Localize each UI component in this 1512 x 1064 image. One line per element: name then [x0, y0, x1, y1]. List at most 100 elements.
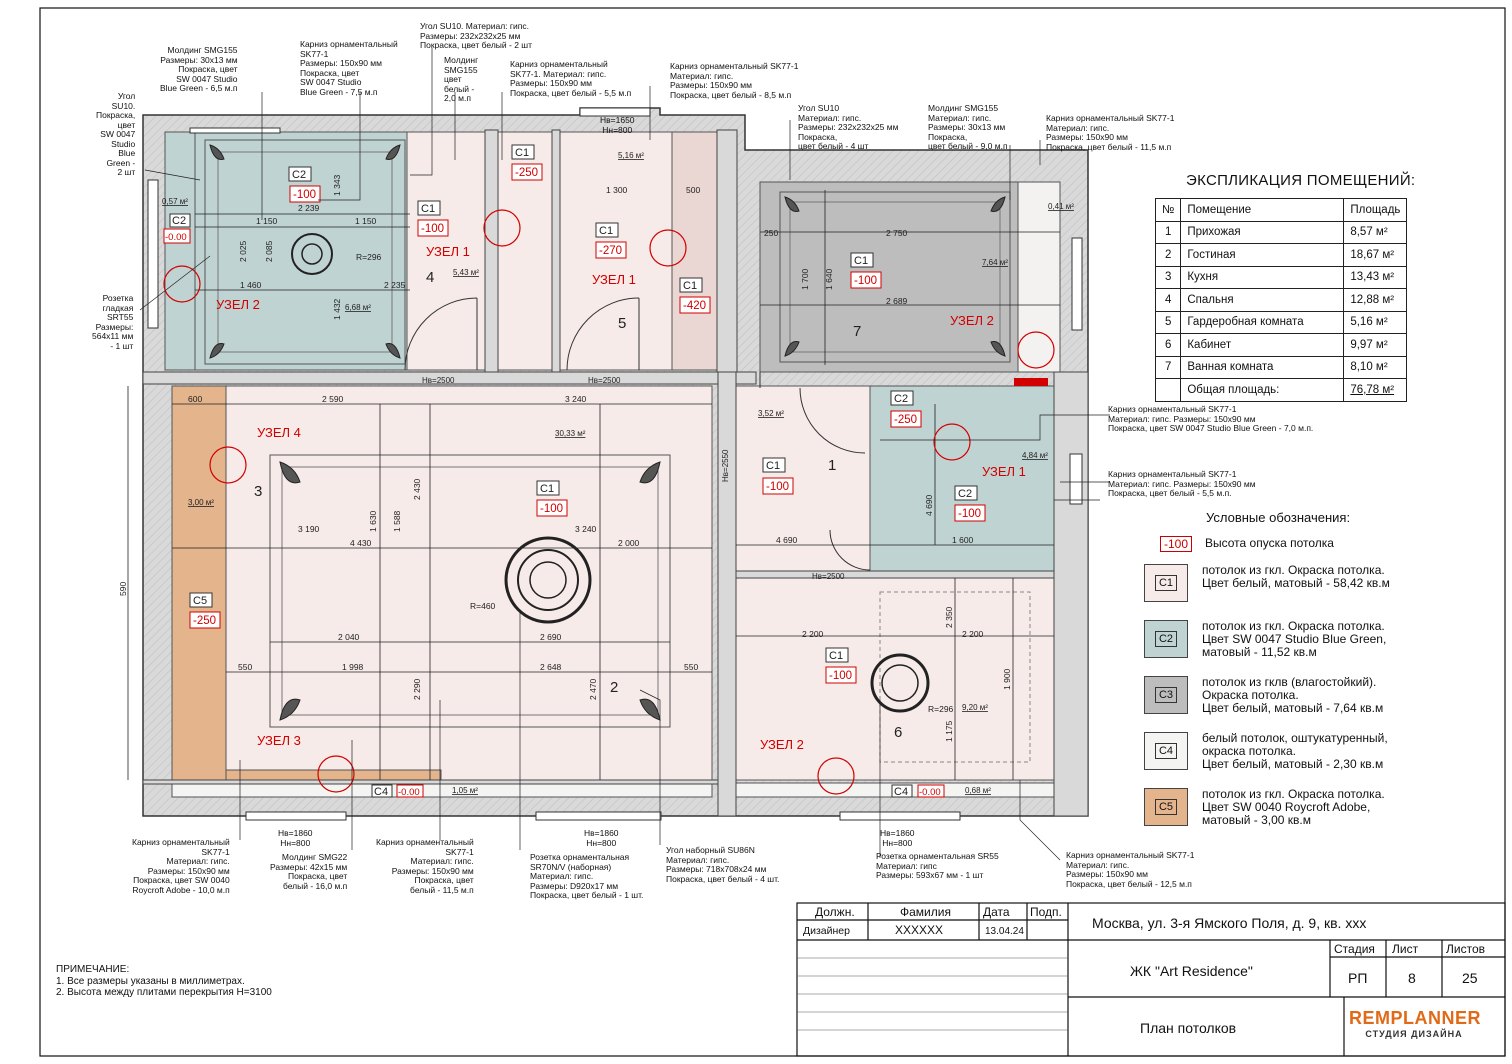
- room-number: 7: [853, 323, 861, 340]
- ceiling-tag: C2: [954, 485, 978, 501]
- row-name: Кухня: [1180, 265, 1345, 289]
- drop-value: -100: [762, 477, 794, 495]
- area-label: 0,57 м²: [162, 197, 188, 206]
- dim-text: 2 750: [886, 228, 908, 238]
- svg-text:C1: C1: [766, 460, 780, 472]
- dim-text: R=460: [470, 601, 496, 611]
- row-number: 1: [1154, 220, 1182, 244]
- table-row: 6 Кабинет 9,97 м²: [1154, 333, 1408, 357]
- dim-text: 2 239: [298, 203, 320, 213]
- svg-text:C1: C1: [540, 483, 554, 495]
- drop-value: -100: [289, 185, 321, 203]
- note-cornice-sk77-living: Карниз орнаментальный SK77-1 Материал: г…: [376, 837, 474, 895]
- total-area: 76,78 м²: [1343, 378, 1408, 402]
- rosettes: [291, 233, 930, 713]
- room-number: 1: [828, 457, 836, 474]
- table-row: 1 Прихожая 8,57 м²: [1154, 220, 1408, 244]
- svg-text:C1: C1: [829, 650, 843, 662]
- svg-text:-100: -100: [293, 189, 316, 201]
- note-corner-su10-bath: Угол SU10 Материал: гипс. Размеры: 232х2…: [798, 103, 899, 151]
- note-cornice-sk77-hall-blue: Карниз орнаментальный SK77-1 Материал: г…: [1108, 404, 1314, 433]
- dim-text: 3 240: [565, 394, 587, 404]
- note-cornice-sk77-bath: Карниз орнаментальный SK77-1 Материал: г…: [1046, 113, 1175, 152]
- legend-text: потолок из гкл. Окраска потолка. Цвет SW…: [1202, 619, 1387, 659]
- dim-text: 2 470: [588, 678, 598, 700]
- drop-value: -100: [536, 499, 568, 517]
- node-label: УЗЕЛ 1: [426, 244, 470, 259]
- remarks: ПРИМЕЧАНИЕ: 1. Все размеры указаны в мил…: [56, 964, 272, 998]
- row-name: Ванная комната: [1180, 355, 1345, 379]
- drop-value: -270: [595, 241, 627, 259]
- tb-role: Дизайнер: [803, 925, 850, 937]
- drop-value: -420: [679, 296, 711, 314]
- note-rosette-sr70n: Розетка орнаментальная SR70N/V (наборная…: [530, 852, 644, 900]
- area-label: 1,05 м²: [452, 786, 478, 795]
- legend-swatch: C1: [1144, 564, 1188, 602]
- note-cornice-sk77-5-5: Карниз орнаментальный SK77-1. Материал: …: [510, 59, 632, 98]
- tb-stage: РП: [1348, 970, 1367, 986]
- row-area: 9,97 м²: [1343, 333, 1408, 357]
- svg-text:-0.00: -0.00: [165, 232, 187, 243]
- drop-value: -100: [954, 504, 986, 522]
- explication-title: ЭКСПЛИКАЦИЯ ПОМЕЩЕНИЙ:: [1186, 172, 1416, 189]
- area-label: 7,64 м²: [982, 258, 1008, 267]
- dim-text: 1 640: [824, 268, 834, 290]
- legend-text: потолок из гклв (влагостойкий). Окраска …: [1202, 675, 1384, 715]
- header-cell: Помещение: [1180, 198, 1345, 222]
- area-label: 5,16 м²: [618, 151, 644, 160]
- tb-col-surname: Фамилия: [900, 905, 951, 919]
- tb-sheets-label: Листов: [1446, 942, 1485, 956]
- ceiling-tag: C1: [536, 480, 560, 496]
- dim-text: 1 460: [240, 280, 262, 290]
- drop-value: -0.00: [163, 228, 191, 244]
- svg-text:-0.00: -0.00: [398, 787, 420, 798]
- svg-text:C1: C1: [683, 280, 697, 292]
- svg-text:-100: -100: [829, 670, 852, 682]
- legend-drop-text: Высота опуска потолка: [1205, 536, 1334, 550]
- tb-stage-label: Стадия: [1334, 942, 1375, 956]
- dim-text: 4 690: [924, 494, 934, 516]
- node-label: УЗЕЛ 2: [216, 297, 260, 312]
- svg-text:-270: -270: [599, 245, 622, 257]
- svg-text:C5: C5: [193, 595, 207, 607]
- room-6-study: [735, 577, 1055, 781]
- dim-text: 2 040: [338, 632, 360, 642]
- room-number: 2: [610, 679, 618, 696]
- dim-text: 2 085: [264, 240, 274, 262]
- dim-text: 3 190: [298, 524, 320, 534]
- table-row: 3 Кухня 13,43 м²: [1154, 265, 1408, 289]
- node-label: УЗЕЛ 2: [950, 313, 994, 328]
- explication-table: № Помещение Площадь 1 Прихожая 8,57 м² 2…: [1154, 198, 1408, 402]
- height-mark: Hв=2500: [812, 572, 845, 581]
- note-molding-smg22: Молдинг SMG22 Размеры: 42х15 мм Покраска…: [270, 852, 348, 891]
- node-label: УЗЕЛ 3: [257, 733, 301, 748]
- ceiling-tag: C1: [762, 457, 786, 473]
- area-label: 4,84 м²: [1022, 451, 1048, 460]
- height-mark: Hв=2500: [588, 376, 621, 385]
- note-rosette-sr55: Розетка орнаментальная SR55 Материал: ги…: [876, 851, 999, 880]
- row-number: 3: [1154, 265, 1182, 289]
- tb-sheets: 25: [1462, 970, 1478, 986]
- row-number: 7: [1154, 355, 1182, 379]
- legend-drop-row: -100 Высота опуска потолка: [1160, 535, 1334, 553]
- tb-sheet-name: План потолков: [1140, 1020, 1237, 1036]
- dim-text: 2 690: [540, 632, 562, 642]
- dim-text: 2 290: [412, 678, 422, 700]
- height-mark: Hв=2550: [721, 449, 730, 482]
- tb-col-sign: Подп.: [1030, 905, 1062, 919]
- row-area: 18,67 м²: [1343, 243, 1408, 267]
- height-mark-window: Hв=1860 Hн=800: [584, 828, 619, 848]
- svg-text:C1: C1: [854, 255, 868, 267]
- dim-text: 4 690: [776, 535, 798, 545]
- drop-value: -250: [890, 410, 922, 428]
- dim-text: 250: [764, 228, 778, 238]
- drop-value: -100: [825, 666, 857, 684]
- legend-tag: C2: [1154, 631, 1178, 647]
- ceiling-tag: C2: [169, 213, 191, 228]
- dim-text: 2 200: [962, 629, 984, 639]
- area-label: 3,52 м²: [758, 409, 784, 418]
- dim-text: 1 630: [368, 510, 378, 532]
- drop-value: -250: [511, 163, 543, 181]
- node-label: УЗЕЛ 4: [257, 425, 301, 440]
